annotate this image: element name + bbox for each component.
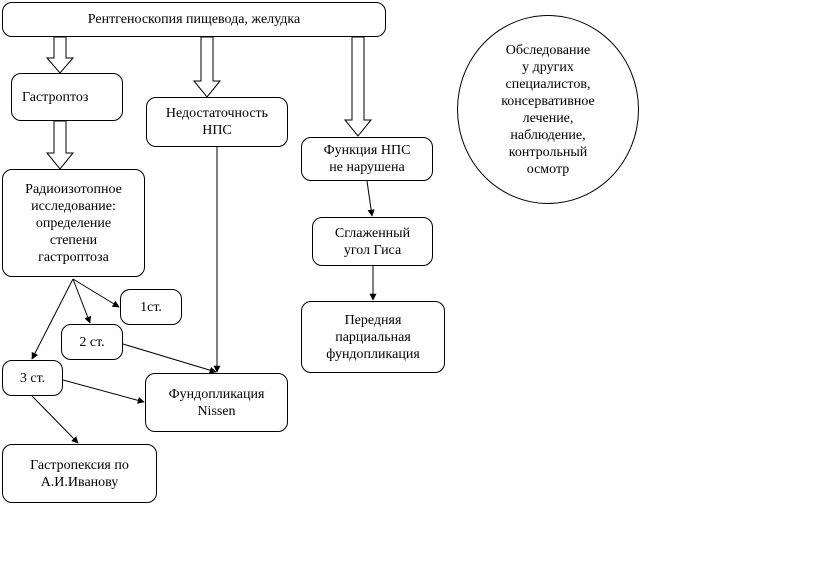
node-xray-esophagus-stomach: Рентгеноскопия пищевода, желудка: [2, 2, 386, 37]
node-les-insufficiency: Недостаточность НПС: [146, 97, 288, 147]
node-examination-other-specialists: Обследование у других специалистов, конс…: [457, 15, 639, 204]
arrow-radioizotop-to-stage3: [31, 278, 74, 360]
node-stage-2: 2 ст.: [61, 324, 123, 360]
node-gastropexy-ivanov: Гастропексия по А.И.Иванову: [2, 444, 157, 503]
node-stage-1: 1ст.: [120, 289, 182, 325]
block-arrow-top-to-funkciya: [343, 36, 373, 137]
node-smoothed-his-angle: Сглаженный угол Гиса: [312, 217, 433, 266]
arrow-stage2-to-fundoplikaciya: [122, 343, 217, 374]
node-les-function-normal: Функция НПС не нарушена: [301, 137, 433, 181]
block-arrow-top-to-gastroptoz: [45, 36, 75, 74]
node-stage-3: 3 ст.: [2, 360, 63, 396]
node-radioisotope-study: Радиоизотопное исследование: определение…: [2, 169, 145, 277]
node-nissen-fundoplication: Фундопликация Nissen: [145, 373, 288, 432]
arrow-radioizotop-to-stage1: [72, 278, 120, 308]
node-anterior-partial-fundoplication: Передняя парциальная фундопликация: [301, 301, 445, 373]
block-arrow-gastroptoz-to-radioizotop: [45, 120, 75, 170]
arrow-radioizotop-to-stage2: [72, 278, 91, 324]
block-arrow-top-to-nedostatochnost: [192, 36, 222, 98]
arrow-stage3-to-fundoplikaciya: [62, 379, 145, 404]
arrow-funkciya-to-sglazhenny: [366, 180, 375, 217]
arrow-stage3-to-gastropeksiya: [31, 395, 79, 444]
node-gastroptosis: Гастроптоз: [11, 73, 123, 121]
